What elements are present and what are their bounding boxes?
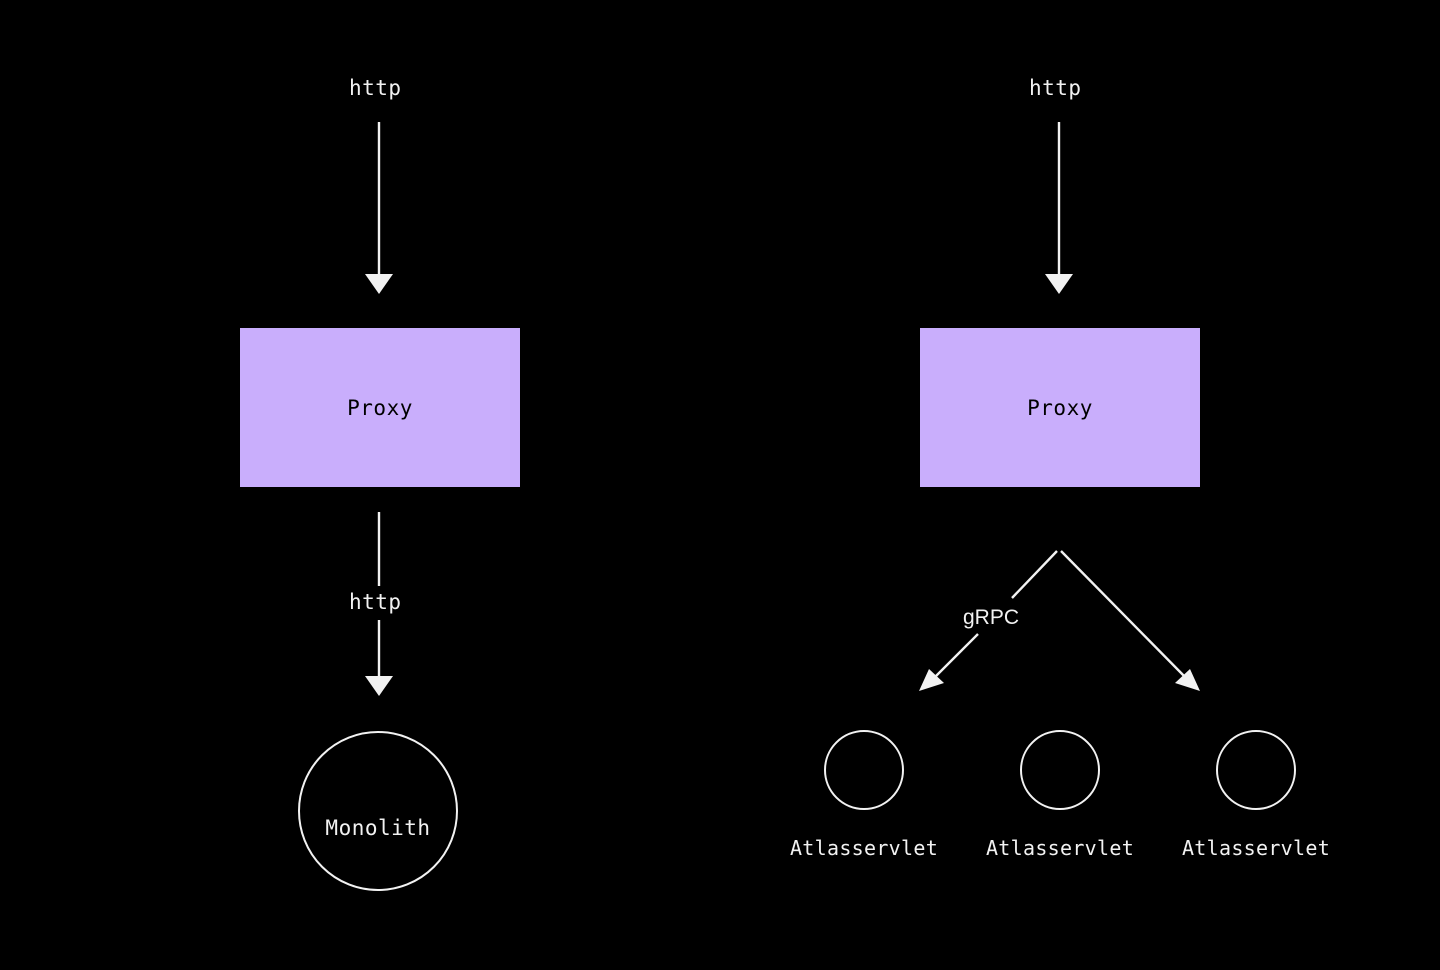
node-atlasservlet-2[interactable] [1020, 730, 1100, 810]
node-proxy-right-label: Proxy [1027, 395, 1093, 420]
node-monolith[interactable]: Monolith [298, 731, 458, 891]
node-atlasservlet-2-label: Atlasservlet [985, 836, 1135, 860]
edge-label-left-internal-http: http [346, 590, 405, 614]
node-atlasservlet-3[interactable] [1216, 730, 1296, 810]
node-proxy-left[interactable]: Proxy [240, 328, 520, 487]
node-proxy-left-label: Proxy [347, 395, 413, 420]
node-atlasservlet-3-label: Atlasservlet [1181, 836, 1331, 860]
edge-label-right-inbound-http: http [1026, 76, 1085, 100]
edge-right-proxy-to-servlet-3 [1060, 550, 1200, 691]
edge-right-inbound-http [1045, 122, 1073, 294]
node-monolith-label: Monolith [325, 816, 431, 840]
edge-label-left-inbound-http: http [346, 76, 405, 100]
edge-left-inbound-http [365, 122, 393, 294]
node-atlasservlet-1-label: Atlasservlet [789, 836, 939, 860]
node-proxy-right[interactable]: Proxy [920, 328, 1200, 487]
node-atlasservlet-1[interactable] [824, 730, 904, 810]
edge-label-right-grpc: gRPC [960, 606, 1023, 630]
